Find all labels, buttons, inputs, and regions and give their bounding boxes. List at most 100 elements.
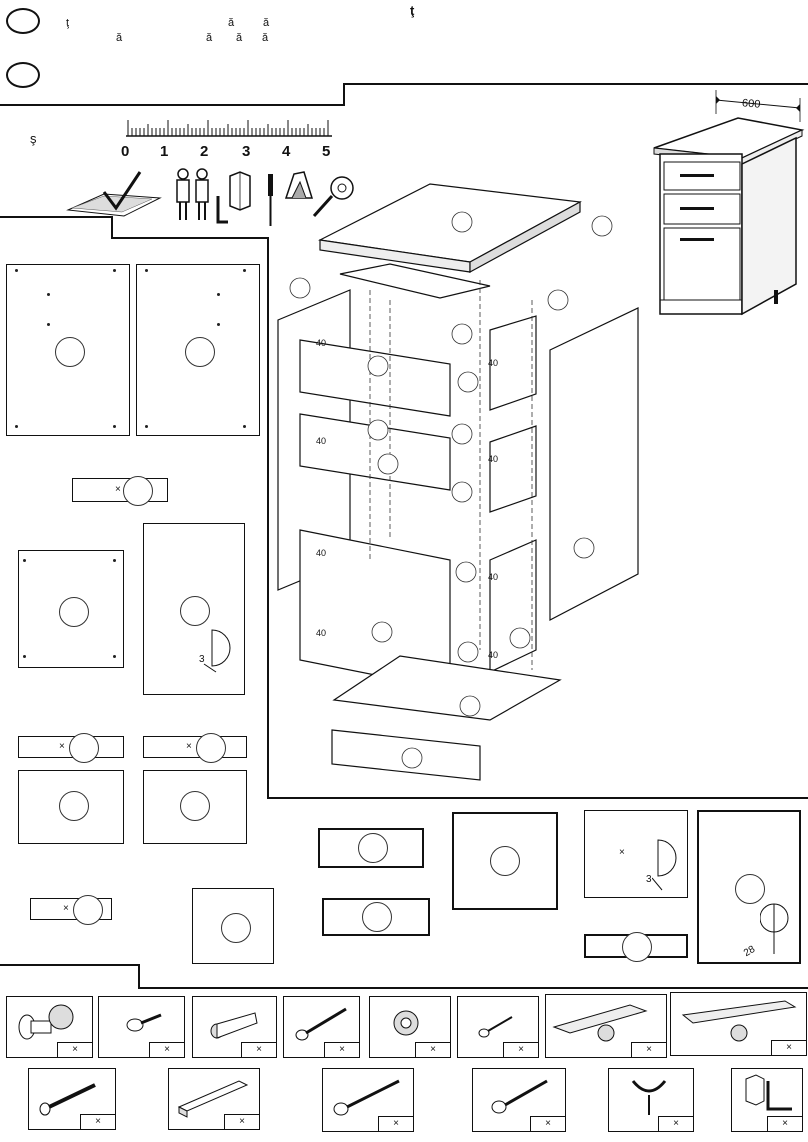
screw-icon bbox=[126, 1013, 162, 1032]
hex-key-tool-icon bbox=[745, 1074, 792, 1111]
mallet-icon bbox=[229, 171, 251, 211]
hole-depth-label-d: 40 bbox=[488, 454, 499, 464]
hardware-drawer-runner-long: × bbox=[670, 992, 807, 1056]
header-title-char: ţ bbox=[410, 3, 415, 18]
bottom-panel bbox=[18, 550, 124, 668]
hardware-qty-7: × bbox=[631, 1042, 666, 1057]
cam-lock-icon bbox=[393, 1010, 419, 1036]
header-char-1: ţ bbox=[66, 17, 70, 29]
ruler-tick-3: 3 bbox=[242, 143, 251, 160]
hardware-qty-2: × bbox=[149, 1042, 184, 1057]
hardware-qty-9: × bbox=[80, 1114, 115, 1129]
hardware-leg: × bbox=[6, 996, 93, 1058]
hardware-qty-8: × bbox=[771, 1040, 806, 1055]
hole-depth-label-c: 40 bbox=[316, 436, 327, 446]
hardware-qty-5: × bbox=[415, 1042, 450, 1057]
side-panel-right bbox=[136, 264, 260, 436]
drawer-front-small-2 bbox=[322, 898, 430, 936]
header-char-4: ă bbox=[116, 32, 123, 44]
drawer-bottom-1 bbox=[192, 888, 274, 964]
width-dimension-label: 600 bbox=[741, 97, 761, 111]
ruler-tick-4: 4 bbox=[282, 143, 291, 160]
dowel-screw-icon bbox=[39, 1083, 96, 1116]
hinge-depth-label-2: 3 bbox=[646, 874, 652, 885]
drawer-front-large bbox=[697, 810, 801, 964]
hinge-detail-icon-2 bbox=[652, 839, 677, 891]
hex-key-icon bbox=[216, 196, 228, 224]
hardware-clip: × bbox=[608, 1068, 694, 1132]
hardware-confirmat: × bbox=[283, 996, 360, 1058]
bottom-board bbox=[452, 812, 558, 910]
hardware-qty-1: × bbox=[57, 1042, 92, 1057]
hardware-qty-3: × bbox=[241, 1042, 276, 1057]
rail-panel: × bbox=[72, 476, 168, 506]
wood-bar-icon bbox=[177, 1080, 249, 1118]
drawer-side-2 bbox=[143, 770, 247, 844]
long-screw-icon bbox=[333, 1079, 400, 1116]
leg-icon bbox=[18, 1004, 74, 1040]
hole-depth-label-f: 40 bbox=[488, 572, 499, 582]
header-char-5: ă bbox=[206, 32, 213, 44]
screwdriver-icon bbox=[268, 174, 273, 226]
hardware-qty-12: × bbox=[530, 1116, 565, 1131]
drawer-back-3: × bbox=[30, 895, 112, 925]
runner-icon bbox=[552, 1004, 648, 1042]
hardware-qty-11: × bbox=[378, 1116, 413, 1131]
tools-icons bbox=[66, 168, 354, 226]
header-char-3: ă bbox=[263, 17, 270, 29]
hardware-qty-14: × bbox=[767, 1116, 802, 1131]
drawer-side-1 bbox=[18, 770, 124, 844]
dowel-icon bbox=[210, 1012, 258, 1039]
hardware-dowel: × bbox=[192, 996, 277, 1058]
hardware-wood-screw: × bbox=[472, 1068, 566, 1132]
hole-depth-label-h: 40 bbox=[488, 650, 499, 660]
hardware-qty-6: × bbox=[503, 1042, 538, 1057]
hole-depth-label-e: 40 bbox=[316, 548, 327, 558]
hardware-qty-4: × bbox=[324, 1042, 359, 1057]
ruler-tick-5: 5 bbox=[322, 143, 331, 160]
header-char-6: ă bbox=[236, 32, 243, 44]
hardware-dowel-screw: × bbox=[28, 1068, 116, 1130]
exploded-cabinet-diagram bbox=[277, 183, 639, 781]
tape-measure-icon bbox=[312, 176, 354, 218]
language-badge-1 bbox=[6, 8, 40, 34]
confirmat-icon bbox=[295, 1007, 347, 1041]
hardware-screw-short: × bbox=[98, 996, 185, 1058]
language-badge-2 bbox=[6, 62, 40, 88]
hardware-qty-13: × bbox=[658, 1116, 693, 1131]
hardware-qty-10: × bbox=[224, 1114, 259, 1129]
drawer-front-small bbox=[318, 828, 424, 868]
hardware-small-screw: × bbox=[457, 996, 539, 1058]
plinth-strip bbox=[584, 932, 688, 962]
hardware-cam-lock: × bbox=[369, 996, 451, 1058]
side-panel-left bbox=[6, 264, 130, 436]
two-persons-icon bbox=[176, 168, 209, 220]
hole-depth-label-g: 40 bbox=[316, 628, 327, 638]
hardware-hex-key: × bbox=[731, 1068, 803, 1132]
hardware-long-screw: × bbox=[322, 1068, 414, 1132]
hinge-detail-icon-3 bbox=[760, 903, 789, 954]
drawer-back-1: × bbox=[18, 733, 124, 763]
back-panel bbox=[143, 523, 245, 695]
manual-check-icon bbox=[66, 171, 162, 217]
wood-screw-icon bbox=[491, 1079, 548, 1114]
hardware-wood-bar: × bbox=[168, 1068, 260, 1130]
small-screw-icon bbox=[478, 1016, 513, 1038]
hinge-detail-icon-1 bbox=[203, 629, 231, 673]
header-char-7: ă bbox=[262, 32, 269, 44]
ruler-tick-1: 1 bbox=[160, 143, 169, 160]
header-char-2: ă bbox=[228, 17, 235, 29]
clip-icon bbox=[631, 1080, 667, 1115]
hole-depth-label-a: 40 bbox=[316, 338, 327, 348]
cabinet-preview bbox=[653, 90, 805, 316]
ruler-tick-2: 2 bbox=[200, 143, 209, 160]
hole-depth-label-b: 40 bbox=[488, 358, 499, 368]
hinge-depth-label-1: 3 bbox=[199, 654, 205, 665]
runner-long-icon bbox=[681, 1000, 797, 1042]
drill-icon bbox=[284, 171, 314, 199]
tools-label: ş bbox=[30, 131, 37, 146]
ruler-icon bbox=[126, 120, 332, 137]
hardware-drawer-runner: × bbox=[545, 994, 667, 1058]
drawer-back-2: × bbox=[143, 733, 247, 763]
ruler-tick-0: 0 bbox=[121, 143, 130, 160]
